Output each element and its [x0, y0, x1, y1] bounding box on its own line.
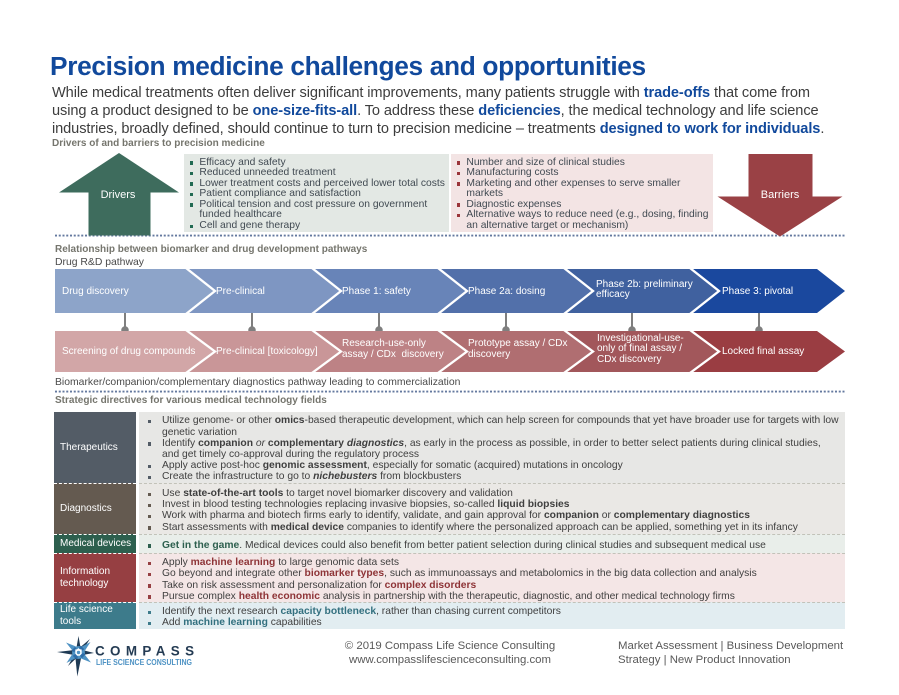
svg-text:COMPASS: COMPASS	[95, 643, 194, 658]
svg-text:LIFE SCIENCE CONSULTING: LIFE SCIENCE CONSULTING	[96, 658, 192, 667]
